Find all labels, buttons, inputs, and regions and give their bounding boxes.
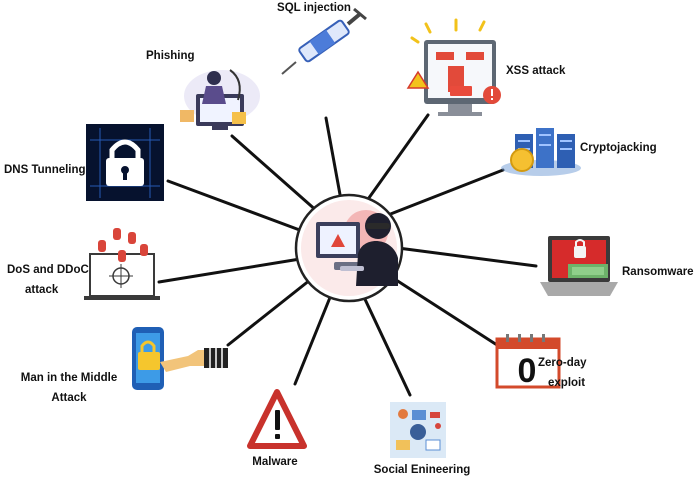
server-coin-icon (501, 128, 581, 176)
label-ransomware: Ransomware (622, 266, 694, 278)
padlock-circuit-icon (86, 124, 164, 201)
label-cryptojacking: Cryptojacking (580, 142, 657, 154)
laptop-ransom-icon (540, 236, 618, 296)
center-hacker-icon (294, 193, 404, 303)
phone-lock-hand-icon (132, 327, 228, 390)
label-xss-attack: XSS attack (506, 65, 566, 77)
syringe-icon (281, 7, 367, 75)
bombs-target-icon (84, 228, 160, 300)
connector-lines (157, 113, 538, 397)
calendar-zero-icon: 0 (495, 334, 561, 390)
warning-triangle-icon (247, 389, 307, 449)
label-dns-tunneling: DNS Tunneling (4, 164, 86, 176)
label-social-engineering: Social Enineering (373, 464, 471, 476)
connector-social-engineering (361, 293, 412, 397)
connector-malware (293, 293, 333, 386)
label-malware: Malware (252, 456, 298, 468)
connector-xss-attack (364, 113, 430, 204)
social-collage-icon (390, 402, 446, 458)
label-dos-ddos: DoS and DDoC attack (7, 264, 89, 296)
label-zero-day: Zero-day exploit (538, 357, 587, 389)
phishing-hook-icon (180, 69, 260, 130)
connector-ransomware (396, 246, 538, 268)
connector-mitm (226, 278, 312, 347)
connector-sql-injection (324, 116, 343, 202)
connector-dns-tunneling (166, 179, 307, 234)
connector-zero-day (391, 276, 499, 347)
connector-phishing (230, 134, 320, 214)
label-phishing: Phishing (146, 50, 195, 62)
monitor-warning-icon (406, 18, 501, 116)
connector-dos-ddos (157, 257, 302, 284)
label-mitm: Man in the Middle Attack (20, 372, 118, 404)
label-sql-injection: SQL injection (277, 2, 351, 14)
zero-glyph: 0 (518, 352, 537, 390)
connector-cryptojacking (386, 168, 505, 217)
